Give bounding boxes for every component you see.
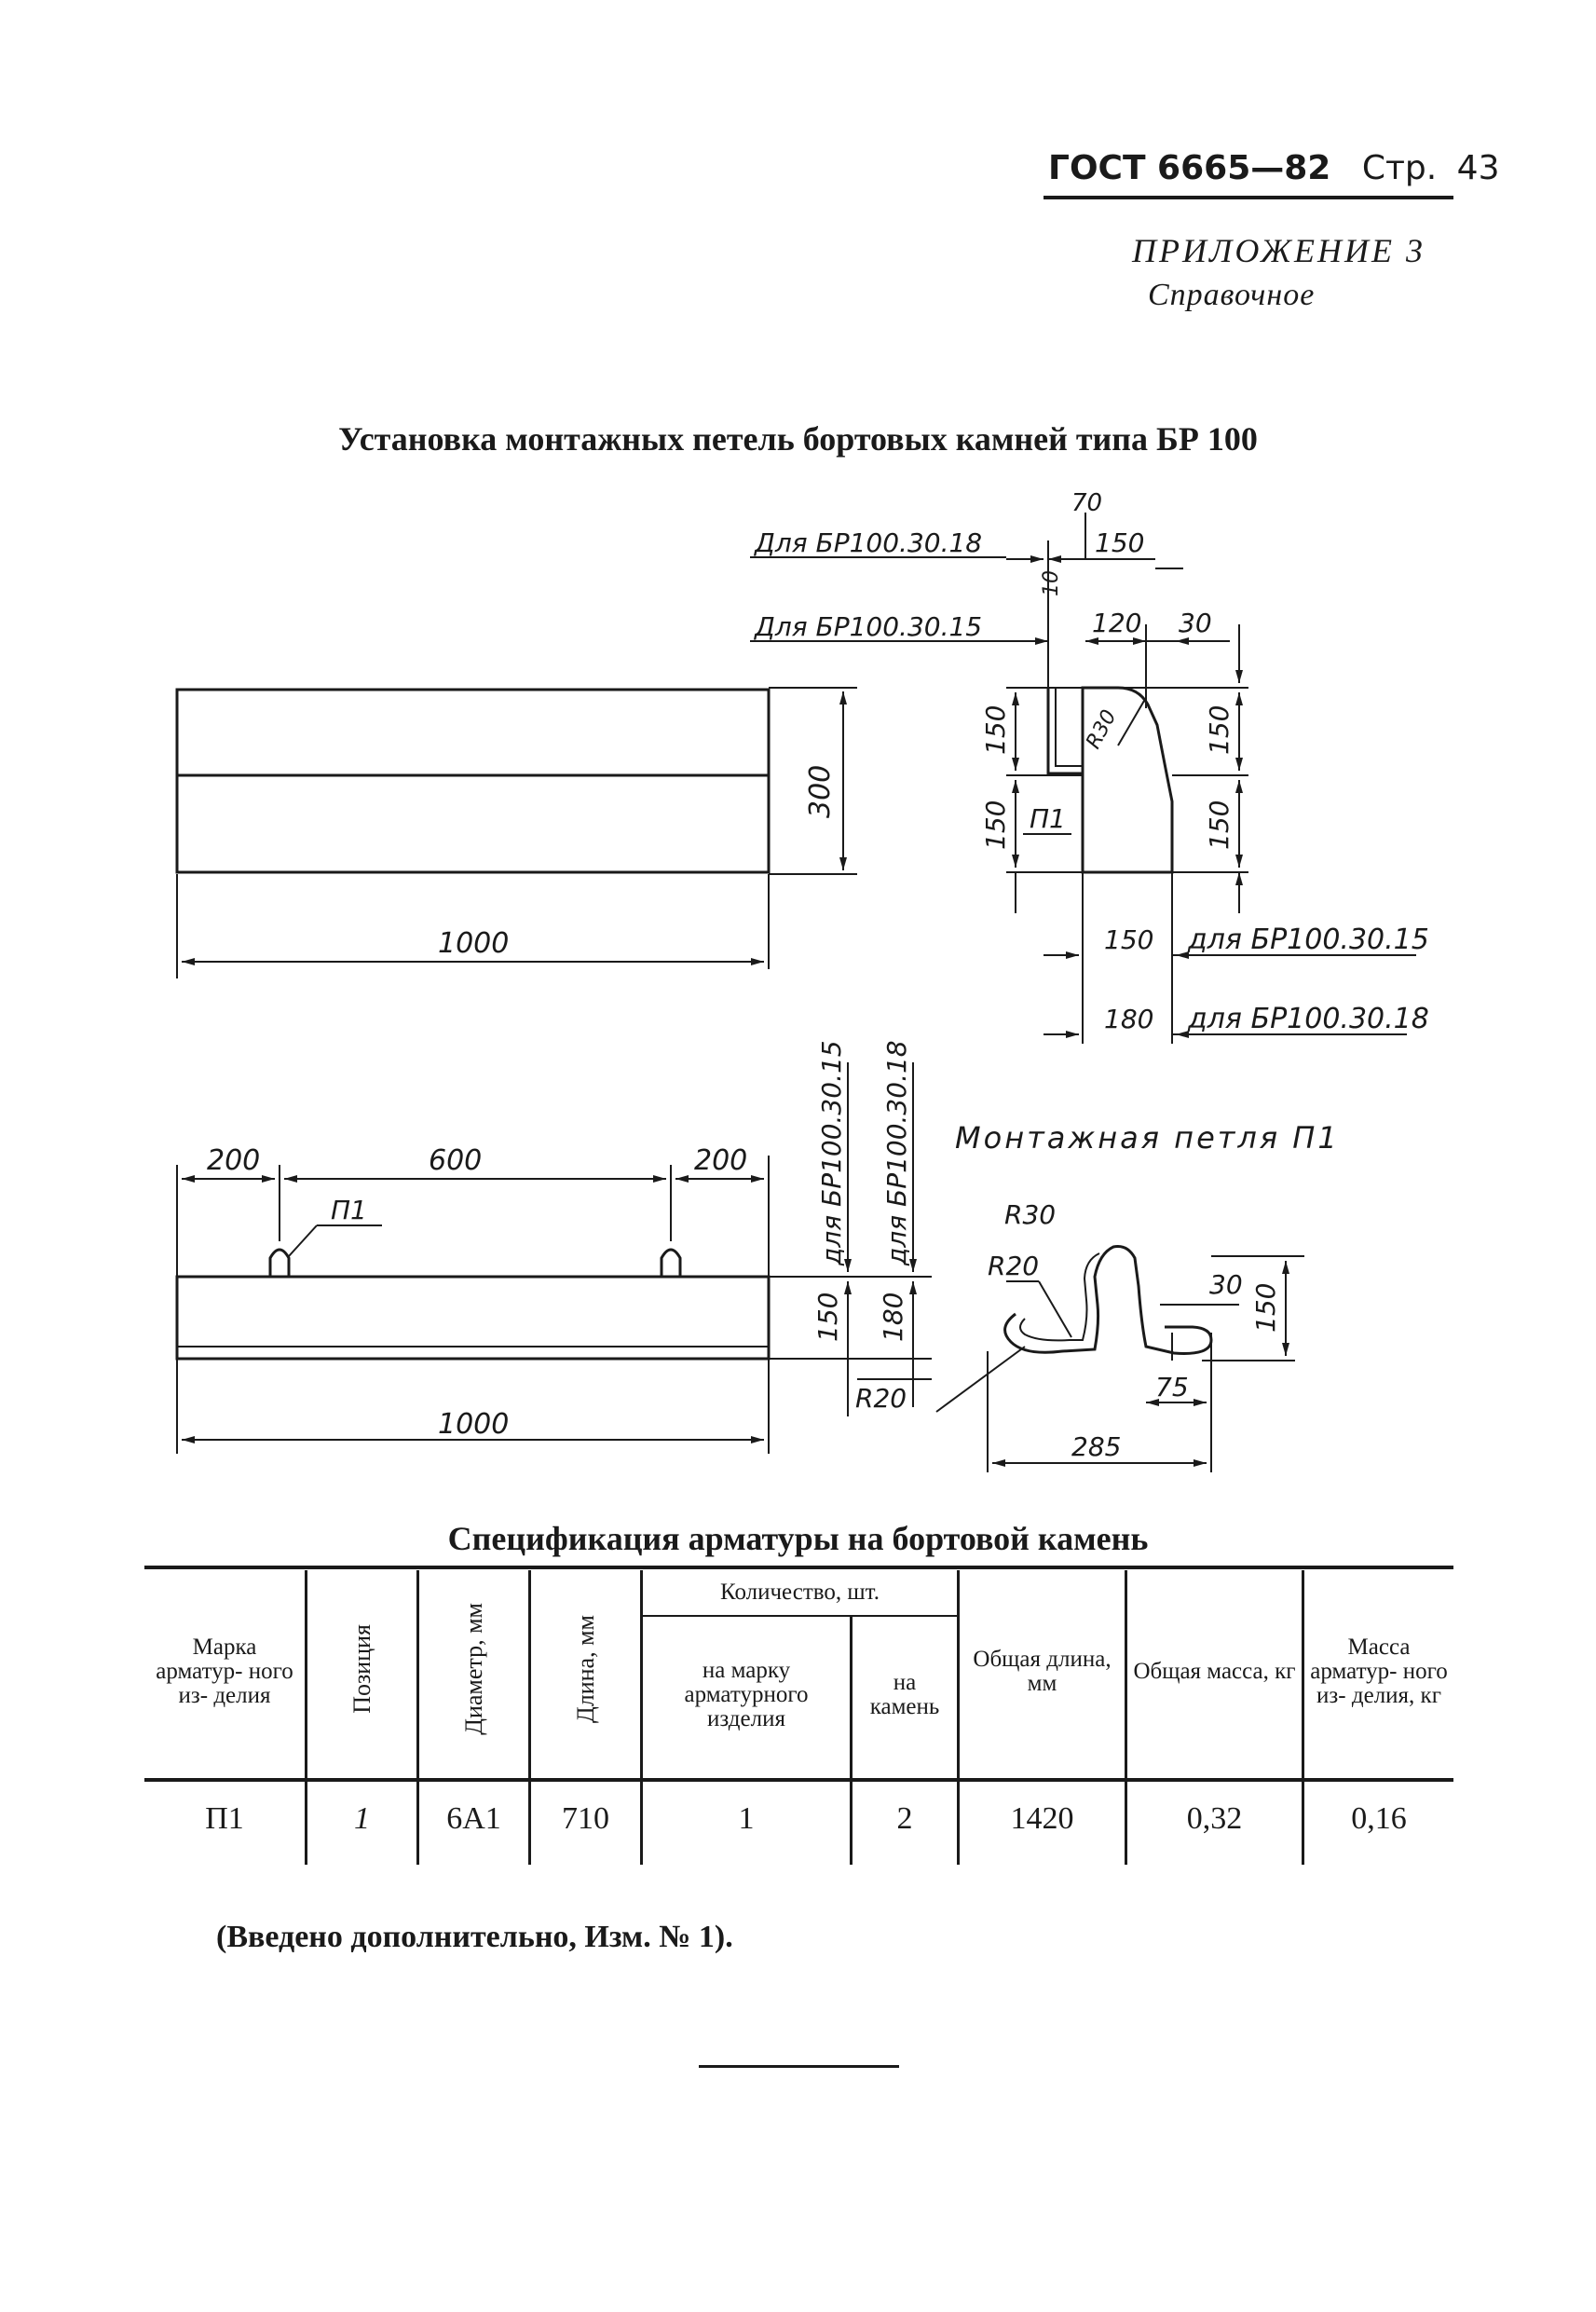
loop-in-section [1046,688,1083,775]
th-quantity: Количество, шт. [640,1570,959,1616]
appendix-title: ПРИЛОЖЕНИЕ 3 [1132,232,1425,269]
spec-title: Спецификация арматуры на бортовой камень [447,1520,1149,1557]
page-number: 43 [1456,149,1500,187]
cell-mark: П1 [205,1801,244,1837]
th-mark: Марка арматур- ного из- делия [156,1634,293,1709]
dim-r20-front: R20 [855,1383,907,1414]
loop-150: 150 [1250,1283,1281,1333]
th-position: Позиция [305,1570,418,1773]
dim-200-left: 200 [207,1144,260,1177]
loop-r20: R20 [988,1251,1039,1281]
table-top-rule [144,1566,1453,1569]
standard-number: ГОСТ 6665—82 [1048,149,1331,187]
loop-front-right [660,1248,682,1277]
amendment-note: (Введено дополнительно, Изм. № 1). [216,1920,733,1954]
dim-70: 70 [1071,489,1102,517]
stone-front-view [175,1275,771,1361]
end-rule [699,2065,899,2068]
label-br15-vertical: для БР100.30.15 [816,1040,847,1266]
th-qty-per-mark: на марку арматурного изделия [640,1615,852,1773]
cell-position: 1 [305,1773,418,1865]
label-p1-front: П1 [331,1195,367,1225]
loop-detail [1003,1245,1213,1355]
dim-r30-section: R30 [1082,706,1121,753]
page-label: Стр. [1361,149,1438,187]
th-total-length: Общая длина, мм [957,1570,1126,1773]
th-qty-per-stone: на камень [850,1615,959,1773]
dim-600: 600 [429,1144,482,1177]
label-br15-top: Для БР100.30.15 [753,611,982,642]
stone-top-view [175,688,771,874]
loop-285: 285 [1071,1431,1121,1462]
dim-10: 10 [1040,570,1063,596]
main-title: Установка монтажных петель бортовых камн… [338,420,1258,458]
dim-150-left-upper: 150 [980,705,1011,755]
table-row: П1 1 6А1 710 1 2 1420 0,32 0,16 [144,1773,1453,1865]
cell-diameter: 6А1 [416,1773,530,1865]
th-item-mass: Масса арматур- ного из- делия, кг [1302,1570,1453,1773]
technical-drawing: Для БР100.30.18 Для БР100.30.15 70 150 1… [175,489,1429,1472]
label-br18-vertical: для БР100.30.18 [881,1040,912,1266]
dim-180-front: 180 [878,1293,908,1342]
loop-front-left [268,1248,291,1277]
cell-total-mass: 0,32 [1125,1773,1303,1865]
dim-30-top: 30 [1179,608,1212,638]
loop-75: 75 [1155,1372,1189,1402]
dim-150-left-lower: 150 [980,800,1011,850]
loop-30: 30 [1209,1269,1243,1300]
dim-150-right-upper: 150 [1204,705,1235,755]
dim-300: 300 [804,765,837,818]
cell-qty-per-stone: 2 [850,1773,959,1865]
header-rule [1044,196,1453,199]
dim-120: 120 [1092,608,1141,638]
loop-r30: R30 [1004,1199,1056,1230]
dim-150-bottom: 150 [1104,924,1153,955]
loop-title: Монтажная петля П1 [955,1120,1340,1156]
cell-total-length: 1420 [957,1773,1126,1865]
dim-1000-top: 1000 [438,927,509,960]
spec-table: Марка арматур- ного из- делия Позиция Ди… [144,1570,1453,1865]
label-br15-bottom: для БР100.30.15 [1187,923,1429,956]
cross-section-outline [1081,686,1174,874]
dim-150-top: 150 [1095,527,1144,558]
cell-qty-per-mark: 1 [640,1773,852,1865]
th-diameter: Диаметр, мм [416,1570,530,1773]
label-br18-bottom: для БР100.30.18 [1187,1003,1429,1035]
th-length: Длина, мм [528,1570,642,1773]
page-header: ГОСТ 6665—82 Стр. 43 [1048,149,1499,187]
th-total-mass: Общая масса, кг [1125,1570,1303,1773]
dim-1000-bottom: 1000 [438,1408,509,1441]
cell-length: 710 [528,1773,642,1865]
label-br18-top: Для БР100.30.18 [753,527,982,558]
label-p1-section: П1 [1030,803,1066,834]
cell-item-mass: 0,16 [1302,1773,1453,1865]
dim-180-bottom: 180 [1104,1004,1153,1034]
appendix-subtitle: Справочное [1148,278,1316,312]
dim-150-right-lower: 150 [1204,800,1235,850]
dim-200-right: 200 [694,1144,747,1177]
dim-150-front: 150 [812,1293,843,1342]
